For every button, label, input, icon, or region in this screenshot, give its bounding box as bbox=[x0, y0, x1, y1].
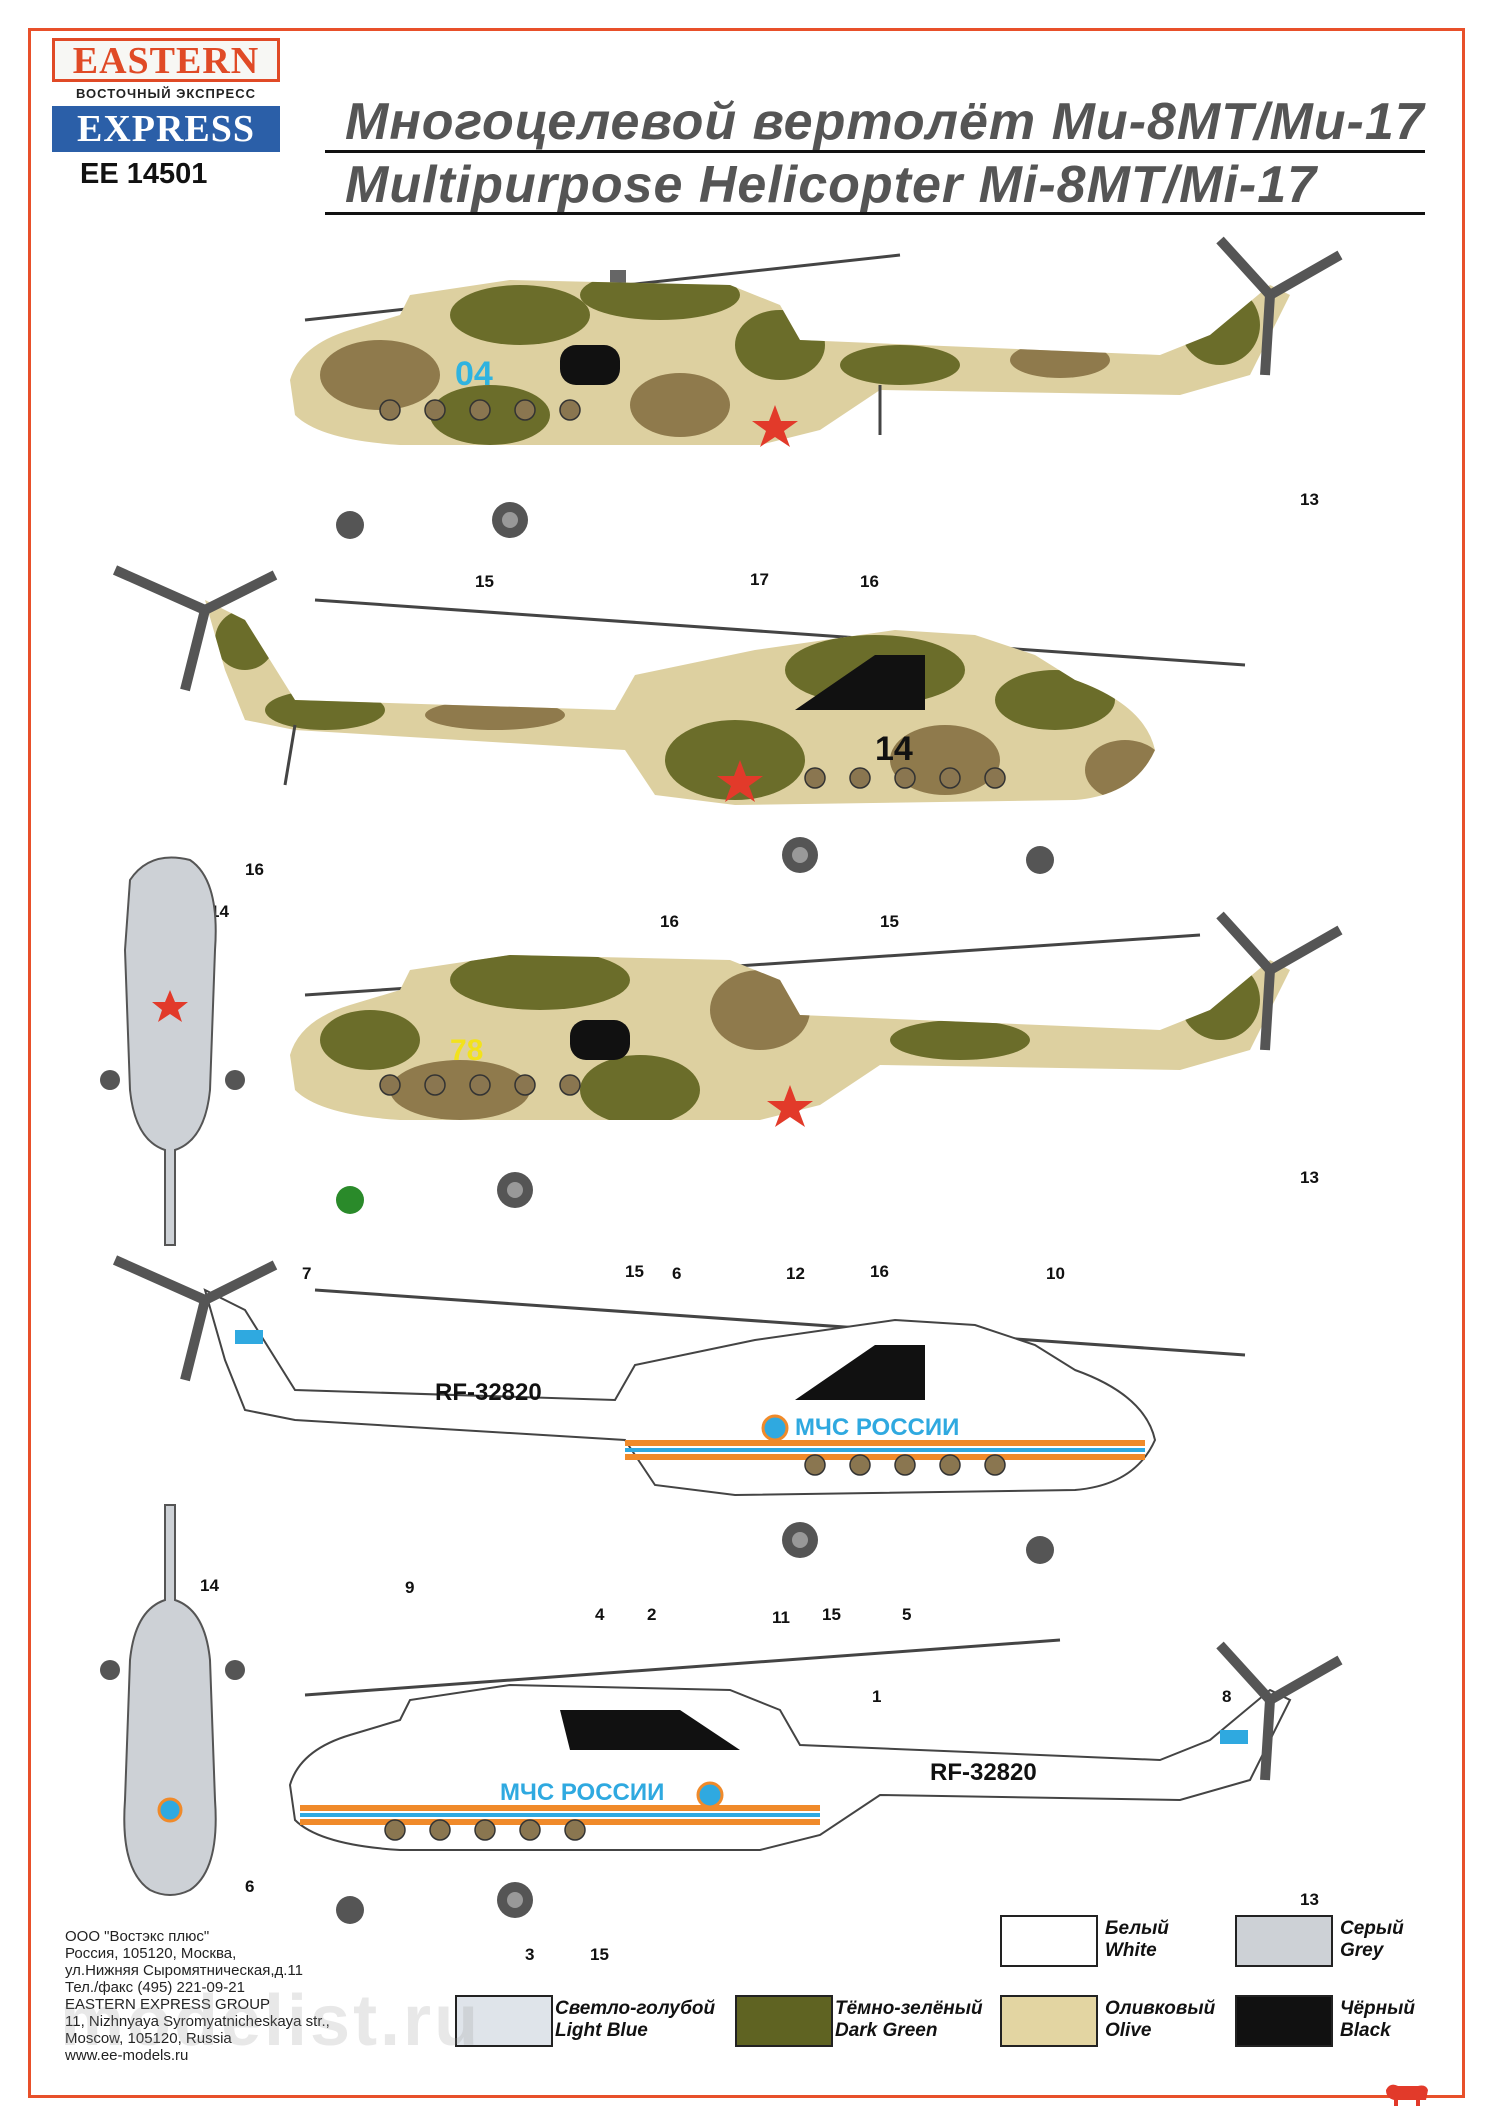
callout-6: 6 bbox=[672, 1264, 682, 1283]
callout-7: 7 bbox=[302, 1264, 312, 1283]
address-line: ООО "Востэкс плюс" bbox=[65, 1928, 210, 1945]
swatch-grey bbox=[1235, 1915, 1333, 1967]
callout-8: 8 bbox=[1222, 1687, 1232, 1706]
callout-1: 1 bbox=[872, 1687, 882, 1706]
callout-3: 3 bbox=[525, 1945, 535, 1964]
color-name-en: Grey bbox=[1340, 1940, 1384, 1961]
swatch-dark-green bbox=[735, 1995, 833, 2047]
swatch-black bbox=[1235, 1995, 1333, 2047]
callout-14b: 14 bbox=[200, 1576, 219, 1595]
swatch-white bbox=[1000, 1915, 1098, 1967]
address-line: Россия, 105120, Москва, bbox=[65, 1945, 237, 1962]
callout-11: 11 bbox=[772, 1608, 790, 1627]
helicopter-side-view-mchs-1: МЧС РОССИИ RF-32820 bbox=[112, 1255, 1246, 1564]
color-name-ru: Белый bbox=[1105, 1918, 1169, 1939]
callout-15b: 15 bbox=[880, 912, 899, 931]
color-name-ru: Светло-голубой bbox=[555, 1998, 716, 2019]
callout-10: 10 bbox=[1046, 1264, 1065, 1283]
title-underline-1 bbox=[325, 150, 1425, 153]
helicopter-side-view-04: 04 bbox=[290, 236, 1343, 539]
address-line: Тел./факс (495) 221-09-21 bbox=[65, 1979, 245, 1996]
helicopter-side-view-78: 78 bbox=[290, 911, 1343, 1214]
callout-12: 12 bbox=[786, 1264, 805, 1283]
address-line: EASTERN EXPRESS GROUP bbox=[65, 1996, 271, 2013]
address-line: www.ee-models.ru bbox=[65, 2047, 189, 2064]
color-name-en: Black bbox=[1340, 2020, 1391, 2041]
callout-15d: 15 bbox=[822, 1605, 841, 1624]
helicopter-side-view-mchs-2: МЧС РОССИИ RF-32820 bbox=[288, 1638, 1343, 1924]
registration-rf-32820-2: RF-32820 bbox=[930, 1759, 1037, 1786]
callout-16: 16 bbox=[860, 572, 879, 591]
callout-13c: 13 bbox=[1300, 1890, 1319, 1909]
color-name-en: Light Blue bbox=[555, 2020, 648, 2041]
logo-eastern: EASTERN bbox=[52, 38, 280, 82]
tactical-number-04: 04 bbox=[455, 355, 493, 393]
address-line: Moscow, 105120, Russia bbox=[65, 2030, 232, 2047]
bull-logo-icon bbox=[1386, 2084, 1428, 2106]
watermark: modelist.ru bbox=[60, 1981, 482, 2061]
callout-9: 9 bbox=[405, 1578, 415, 1597]
logo-express: EXPRESS bbox=[52, 106, 280, 152]
callout-13: 13 bbox=[1300, 490, 1319, 509]
company-address: ООО "Востэкс плюс" Россия, 105120, Москв… bbox=[65, 1928, 330, 2064]
kit-code: EE 14501 bbox=[80, 158, 208, 190]
color-name-en: Olive bbox=[1105, 2020, 1152, 2041]
callout-17: 17 bbox=[750, 570, 769, 589]
tactical-number-78: 78 bbox=[450, 1034, 483, 1067]
registration-rf-32820: RF-32820 bbox=[435, 1379, 542, 1406]
mchs-emblem-text: МЧС РОССИИ bbox=[795, 1414, 959, 1441]
color-name-ru: Чёрный bbox=[1340, 1998, 1415, 2019]
callout-4: 4 bbox=[595, 1605, 605, 1624]
swatch-olive bbox=[1000, 1995, 1098, 2047]
swatch-light-blue bbox=[455, 1995, 553, 2047]
callout-16b: 16 bbox=[660, 912, 679, 931]
mchs-emblem-text-2: МЧС РОССИИ bbox=[500, 1779, 664, 1806]
address-line: ул.Нижняя Сыромятническая,д.11 bbox=[65, 1962, 303, 1979]
color-name-en: White bbox=[1105, 1940, 1157, 1961]
callout-13b: 13 bbox=[1300, 1168, 1319, 1187]
title-underline-2 bbox=[325, 212, 1425, 215]
color-name-ru: Оливковый bbox=[1105, 1998, 1216, 2019]
helicopter-side-view-14: 14 bbox=[112, 565, 1246, 874]
helicopter-top-view-2 bbox=[100, 1504, 245, 1896]
logo-middle: ВОСТОЧНЫЙ ЭКСПРЕСС bbox=[75, 86, 257, 101]
callout-15e: 15 bbox=[590, 1945, 609, 1964]
tactical-number-14: 14 bbox=[875, 730, 913, 768]
callout-2: 2 bbox=[647, 1605, 657, 1624]
callout-15c: 15 bbox=[625, 1262, 644, 1281]
color-name-ru: Серый bbox=[1340, 1918, 1404, 1939]
callout-6b: 6 bbox=[245, 1877, 255, 1896]
callout-16c: 16 bbox=[245, 860, 264, 879]
title-english: Multipurpose Helicopter Mi-8MT/Mi-17 bbox=[345, 156, 1318, 214]
callout-15: 15 bbox=[475, 572, 494, 591]
eastern-express-logo: EASTERN ВОСТОЧНЫЙ ЭКСПРЕСС EXPRESS bbox=[52, 38, 280, 154]
callout-5: 5 bbox=[902, 1605, 912, 1624]
helicopter-top-view-1 bbox=[100, 856, 245, 1246]
callout-16d: 16 bbox=[870, 1262, 889, 1281]
address-line: 11, Nizhnyaya Syromyatnicheskaya str., bbox=[65, 2013, 330, 2030]
color-name-en: Dark Green bbox=[835, 2020, 938, 2041]
color-name-ru: Тёмно-зелёный bbox=[835, 1998, 983, 2019]
title-russian: Многоцелевой вертолёт Ми-8МТ/Ми-17 bbox=[345, 93, 1425, 151]
page-frame bbox=[28, 28, 1465, 2098]
